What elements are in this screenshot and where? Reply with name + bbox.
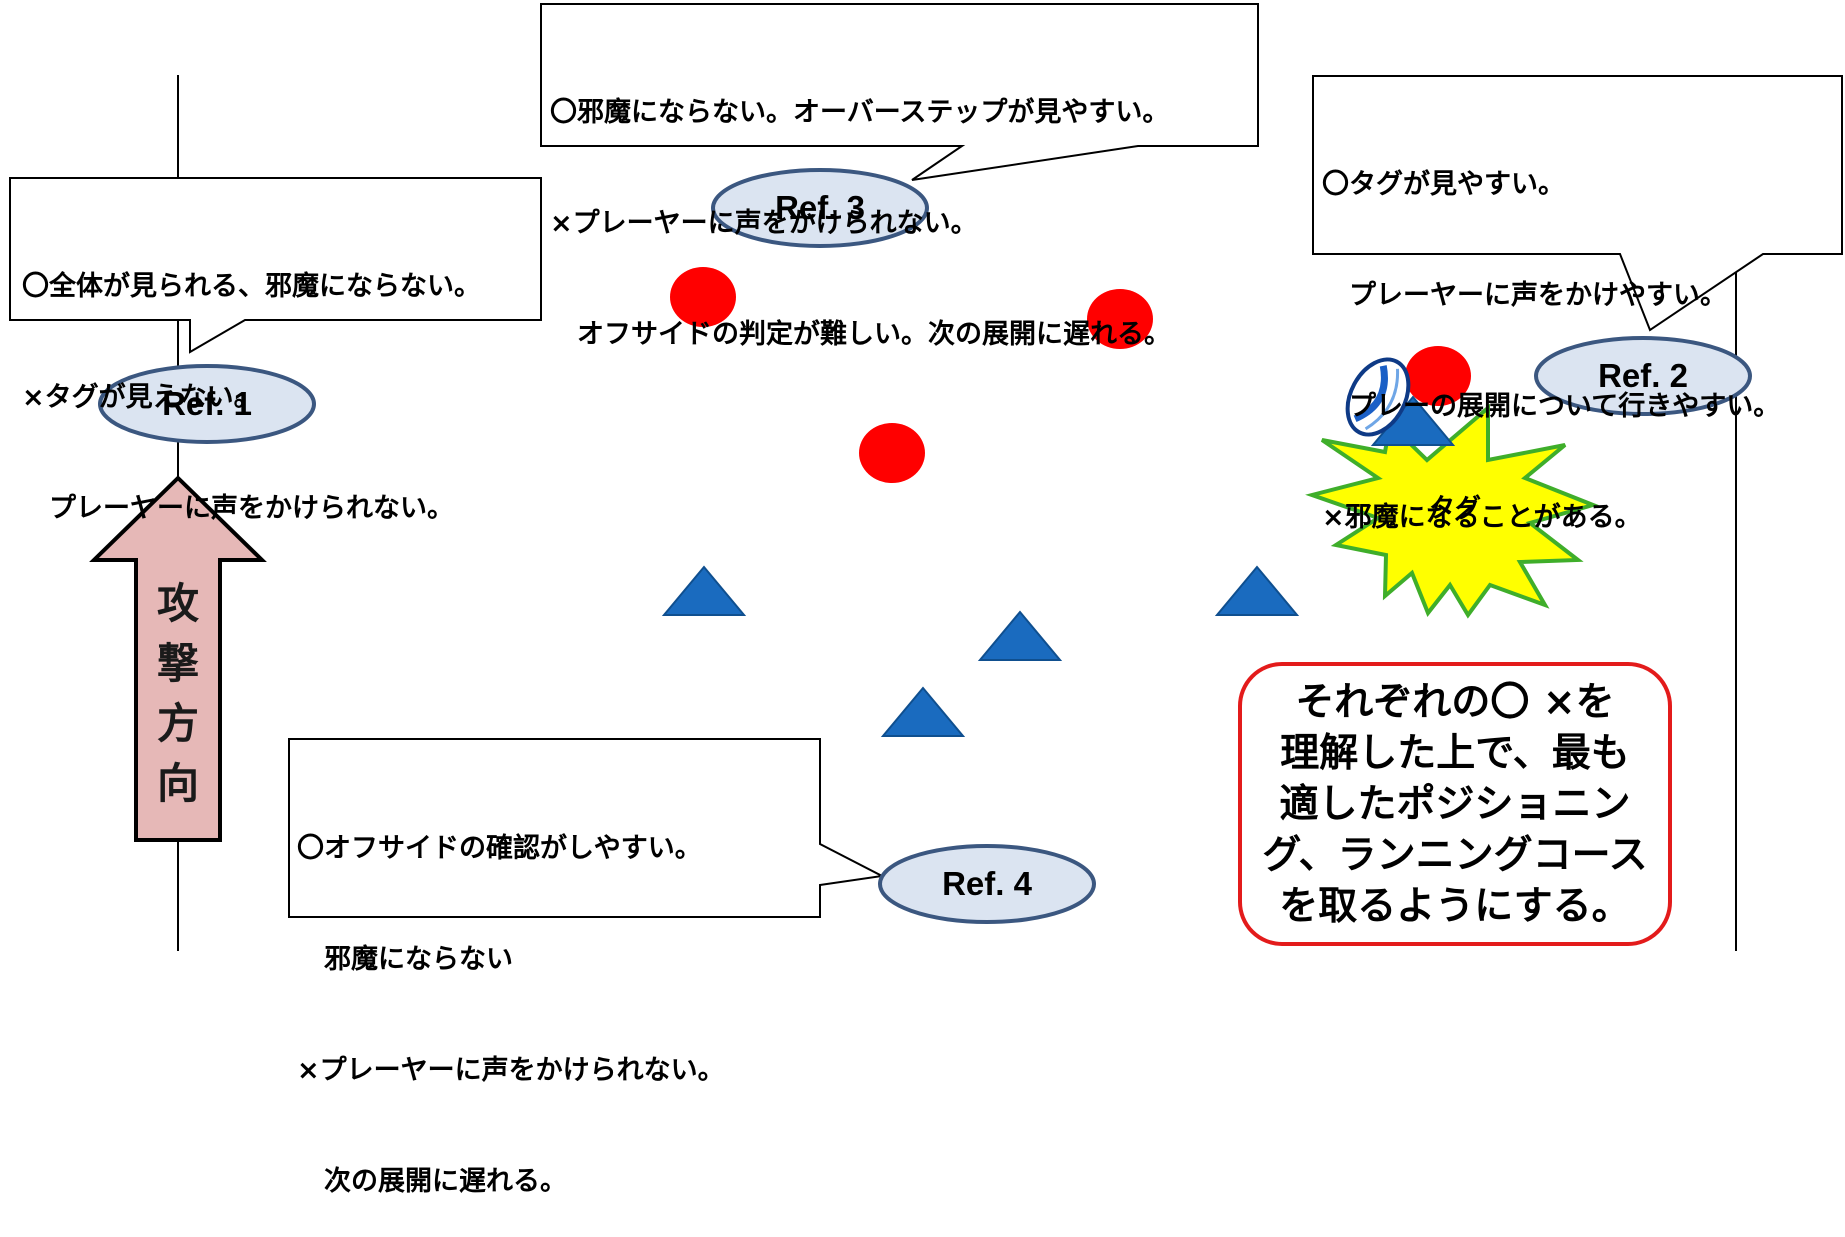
tag-label: タグ: [1428, 494, 1481, 524]
attack-direction-char: 向: [156, 759, 199, 808]
ref1-callout-text: 〇全体が見られる、邪魔にならない。 ×タグが見えない。 プレーヤーに声をかけられ…: [22, 194, 481, 564]
summary-box: それぞれの〇 ×を 理解した上で、最も 適したポジショニン グ、ランニングコース…: [1238, 662, 1672, 946]
attack-direction-char: 攻: [156, 579, 199, 628]
summary-line: を取るようにする。: [1279, 883, 1631, 929]
callout-line: ×タグが見えない。: [22, 382, 261, 413]
callout-line: ×邪魔になることがある。: [1322, 502, 1642, 533]
ref1-ellipse: [98, 364, 316, 444]
ref2-ellipse: [1534, 336, 1752, 416]
ref2-callout-box: [1312, 75, 1843, 332]
ref2-label: Ref. 2: [1598, 357, 1688, 394]
ref4-label: Ref. 4: [942, 865, 1032, 902]
attack-direction-char: 方: [156, 699, 199, 748]
attack-direction-arrow: [89, 475, 267, 842]
callout-line: プレーヤーに声をかけられない。: [22, 493, 454, 524]
callout-line: ×プレーヤーに声をかけられない。: [550, 208, 978, 239]
callout-line: ×プレーヤーに声をかけられない。: [297, 1055, 725, 1086]
callout-line: プレーヤーに声をかけやすい。: [1322, 280, 1727, 311]
callout-line: 〇邪魔にならない。オーバーステップが見やすい。: [550, 97, 1170, 128]
field-diagram: [9, 3, 1843, 951]
blue-marker: [1214, 565, 1300, 616]
blue-marker: [661, 565, 747, 616]
blue-marker: [977, 610, 1063, 661]
summary-line: 適したポジショニン: [1279, 781, 1631, 827]
red-player: [1087, 289, 1153, 349]
ref3-ellipse: [711, 168, 929, 248]
ref1-callout-box: [9, 177, 542, 354]
ref2-callout-text: 〇タグが見やすい。 プレーヤーに声をかけやすい。 プレーの展開について行きやすい…: [1322, 92, 1780, 573]
blue-marker: [880, 686, 966, 737]
attack-direction-char: 撃: [156, 639, 199, 688]
ref4-callout-text: 〇オフサイドの確認がしやすい。 邪魔にならない ×プレーヤーに声をかけられない。…: [297, 756, 725, 1237]
callout-line: 〇オフサイドの確認がしやすい。: [297, 833, 702, 864]
callout-line: 〇全体が見られる、邪魔にならない。: [22, 271, 481, 302]
ref4-callout-box: [288, 738, 886, 918]
callout-line: 〇タグが見やすい。: [1322, 169, 1565, 200]
summary-line: それぞれの〇 ×を: [1295, 679, 1615, 725]
callout-line: プレーの展開について行きやすい。: [1322, 391, 1781, 422]
ref4-ellipse: [878, 844, 1096, 924]
ref1-label: Ref. 1: [162, 385, 252, 422]
red-player: [859, 423, 925, 483]
red-player: [1405, 346, 1471, 406]
callout-line: オフサイドの判定が難しい。次の展開に遅れる。: [550, 319, 1171, 350]
callout-line: 次の展開に遅れる。: [297, 1166, 567, 1197]
ref3-callout-text: 〇邪魔にならない。オーバーステップが見やすい。 ×プレーヤーに声をかけられない。…: [550, 20, 1171, 390]
rugby-ball-icon: [1345, 357, 1411, 437]
red-player: [670, 267, 736, 327]
ref3-callout-box: [540, 3, 1259, 181]
callout-line: 邪魔にならない: [297, 944, 513, 975]
summary-line: 理解した上で、最も: [1280, 730, 1630, 776]
tag-burst: [1305, 403, 1600, 619]
summary-line: グ、ランニングコース: [1262, 832, 1648, 878]
ref3-label: Ref. 3: [775, 189, 865, 226]
